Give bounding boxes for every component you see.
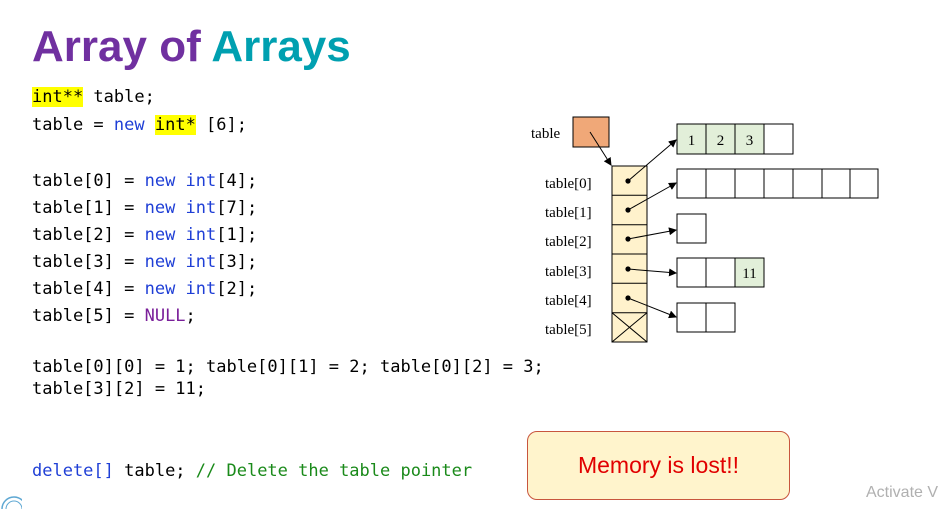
row4-cell xyxy=(676,302,707,333)
pointer-arrow-0 xyxy=(627,139,677,182)
row-label-0: table[0] xyxy=(545,176,592,192)
row-label-4: table[4] xyxy=(545,293,592,309)
keyword-int: int xyxy=(175,171,217,191)
code-line-alloc-1: table[1] = new int[7]; xyxy=(32,197,257,219)
keyword-new: new xyxy=(144,171,176,191)
code-line-alloc-0: table[0] = new int[4]; xyxy=(32,170,257,192)
code-line-assign-row0: table[0][0] = 1; table[0][1] = 2; table[… xyxy=(32,357,544,377)
row4-cell xyxy=(705,302,736,333)
keyword-int: int xyxy=(175,198,217,218)
row3-cell xyxy=(705,257,736,288)
code-line-alloc-4: table[4] = new int[2]; xyxy=(32,278,257,300)
keyword-new: new xyxy=(144,252,176,272)
code-line-alloc-2: table[2] = new int[1]; xyxy=(32,224,257,246)
table-arrow xyxy=(589,131,612,166)
row-label-3: table[3] xyxy=(545,264,592,280)
code-text: table; xyxy=(83,87,155,107)
table-var-label: table xyxy=(531,126,560,142)
code-line-null: table[5] = NULL; xyxy=(32,305,196,327)
code-comment: // Delete the table pointer xyxy=(195,461,473,481)
keyword-int: int xyxy=(175,252,217,272)
logo-icon xyxy=(1,496,22,509)
row4-array xyxy=(676,302,736,333)
type-int-ptr-ptr: int** xyxy=(32,87,84,107)
type-int-ptr: int* xyxy=(154,115,196,135)
row1-array xyxy=(676,168,879,199)
title-part-1: Array of xyxy=(32,22,212,71)
code-text: table[1] = xyxy=(32,198,145,218)
row-label-1: table[1] xyxy=(545,205,592,221)
code-text: [4]; xyxy=(216,171,258,191)
code-text: table[0] = xyxy=(32,171,145,191)
code-line-declaration: int** table; xyxy=(32,86,155,108)
row0-value: 2 xyxy=(717,133,725,149)
row0-value: 3 xyxy=(746,133,754,149)
row0-cell xyxy=(763,123,794,155)
code-text: [2]; xyxy=(216,279,258,299)
row2-cell xyxy=(676,213,707,244)
row1-cell xyxy=(821,168,851,199)
code-text: table; xyxy=(113,461,196,481)
code-line-delete: delete[] table; // Delete the table poin… xyxy=(32,460,472,482)
code-text: [1]; xyxy=(216,225,258,245)
code-text: table[4] = xyxy=(32,279,145,299)
row1-cell xyxy=(792,168,823,199)
row0-value: 1 xyxy=(688,133,696,149)
code-text: table[5] = xyxy=(32,306,145,326)
keyword-new: new xyxy=(113,115,145,135)
title-part-2: Arrays xyxy=(211,22,351,71)
row3-cell xyxy=(734,257,765,288)
code-line-table-alloc: table = new int* [6]; xyxy=(32,114,247,136)
code-line-alloc-3: table[3] = new int[3]; xyxy=(32,251,257,273)
row1-cell xyxy=(849,168,879,199)
code-text: [3]; xyxy=(216,252,258,272)
activation-watermark: Activate V xyxy=(866,484,939,501)
code-text: table = xyxy=(32,115,114,135)
memory-lost-callout: Memory is lost!! xyxy=(527,431,790,500)
row3-cell xyxy=(676,257,707,288)
row0-array: 1 2 3 xyxy=(676,123,794,155)
row1-cell xyxy=(763,168,794,199)
row-label-2: table[2] xyxy=(545,234,592,250)
code-text: ; xyxy=(185,306,196,326)
pointer-arrow-2 xyxy=(627,227,677,240)
row-label-5: table[5] xyxy=(545,322,592,338)
keyword-null: NULL xyxy=(144,306,186,326)
code-text: table[2] = xyxy=(32,225,145,245)
keyword-delete: delete[] xyxy=(32,461,114,481)
row0-cell xyxy=(676,123,707,155)
row0-cell xyxy=(705,123,736,155)
row1-cell xyxy=(676,168,707,199)
code-text: [6]; xyxy=(195,115,247,135)
code-line-assign-row3: table[3][2] = 11; xyxy=(32,379,206,399)
row3-array: 11 xyxy=(676,257,765,288)
pointer-arrow-4 xyxy=(627,297,677,319)
row3-value: 11 xyxy=(742,266,756,282)
pointer-arrow-1 xyxy=(627,182,677,211)
keyword-new: new xyxy=(144,225,176,245)
code-text: table[3] = xyxy=(32,252,145,272)
pointer-arrow-3 xyxy=(627,268,677,277)
keyword-int: int xyxy=(175,279,217,299)
keyword-new: new xyxy=(144,198,176,218)
keyword-new: new xyxy=(144,279,176,299)
slide-title: Array of Arrays xyxy=(32,22,351,72)
table-pointer-box xyxy=(572,116,610,148)
code-text: [7]; xyxy=(216,198,258,218)
null-cross-icon xyxy=(611,312,648,343)
keyword-int: int xyxy=(175,225,217,245)
row1-cell xyxy=(705,168,736,199)
row1-cell xyxy=(734,168,765,199)
